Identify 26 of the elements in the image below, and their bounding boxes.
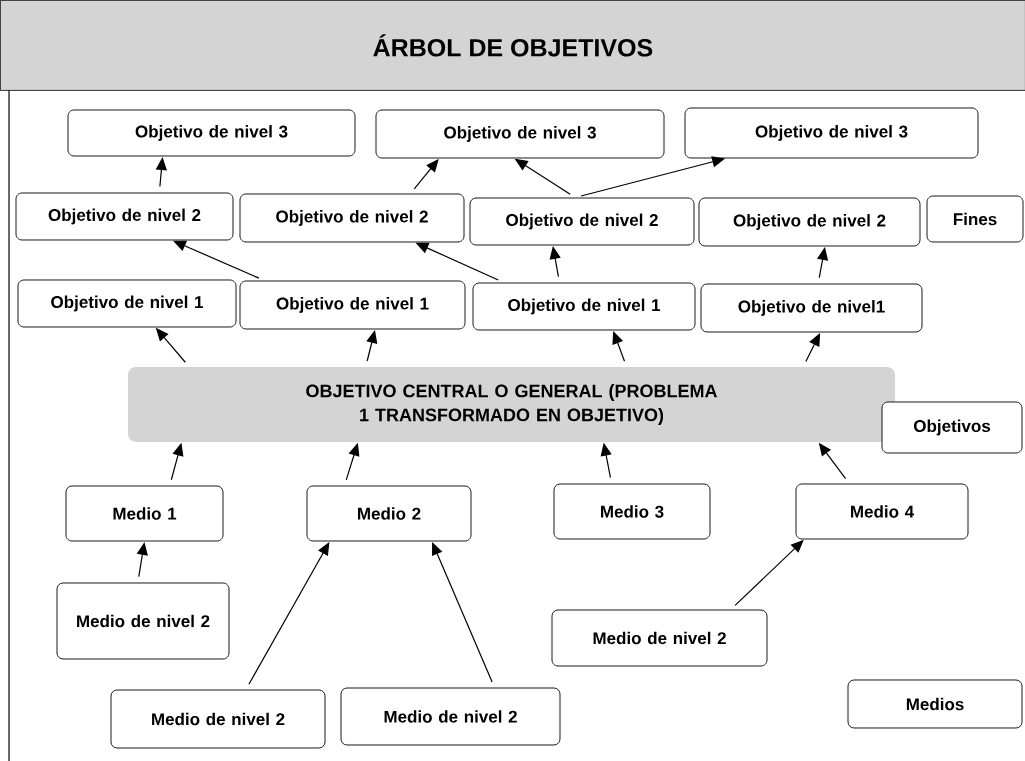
objective-box: Objetivo de nivel 2 <box>239 193 465 243</box>
objective-box: Objetivo de nivel 2 <box>15 192 234 241</box>
objective-box: Fines <box>926 195 1024 243</box>
objective-box: Objetivo de nivel 2 <box>698 197 921 247</box>
objective-box: Objetivo de nivel 1 <box>17 279 237 328</box>
objective-box: Objetivo de nivel1 <box>700 283 923 333</box>
objective-box: Medio 2 <box>306 485 472 542</box>
objective-box: Medio 3 <box>553 483 711 540</box>
objective-box: Objetivo de nivel 2 <box>469 197 695 246</box>
objective-box: Objetivo de nivel 3 <box>684 107 979 159</box>
objective-box: Medio de nivel 2 <box>56 582 230 660</box>
objective-box: Medio 4 <box>795 483 969 540</box>
arrow <box>155 157 167 188</box>
title-band: ÁRBOL DE OBJETIVOS <box>0 0 1025 91</box>
arrow <box>136 542 148 578</box>
objective-box: Medio de nivel 2 <box>110 689 326 749</box>
objective-box: Objetivo de nivel 1 <box>472 282 696 331</box>
objective-box: Objetivo de nivel 1 <box>239 280 466 330</box>
objective-box: Objetivos <box>881 401 1023 454</box>
objective-box: Medio 1 <box>65 485 224 542</box>
objective-box: Objetivo de nivel 3 <box>375 109 665 159</box>
objective-box: Medios <box>847 679 1023 729</box>
objective-box: Medio de nivel 2 <box>551 609 768 667</box>
objective-box: Objetivo de nivel 3 <box>67 109 356 157</box>
objective-box: Medio de nivel 2 <box>340 687 561 746</box>
central-objective-box: OBJETIVO CENTRAL O GENERAL (PROBLEMA 1 TRANSFORMADO EN OBJETIVO) <box>128 367 895 442</box>
